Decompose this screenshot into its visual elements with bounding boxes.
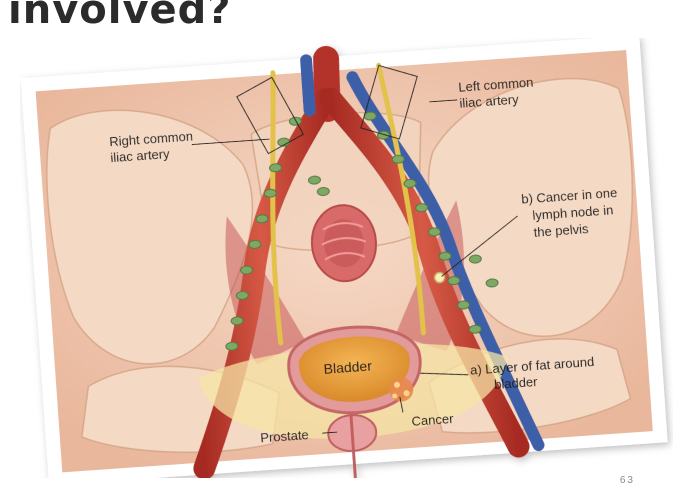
anatomy-illustration-card: Right common iliac artery Left common il… [20, 38, 673, 478]
label-bladder: Bladder [323, 358, 373, 377]
slide-number: 63 [620, 475, 635, 486]
pelvis-anatomy-illustration: Right common iliac artery Left common il… [20, 38, 673, 478]
cancerous-lymph-node [434, 272, 445, 283]
label-fat-layer-line2: bladder [494, 374, 539, 392]
slide-heading: involved? [8, 0, 232, 36]
label-cancer: Cancer [411, 411, 455, 429]
